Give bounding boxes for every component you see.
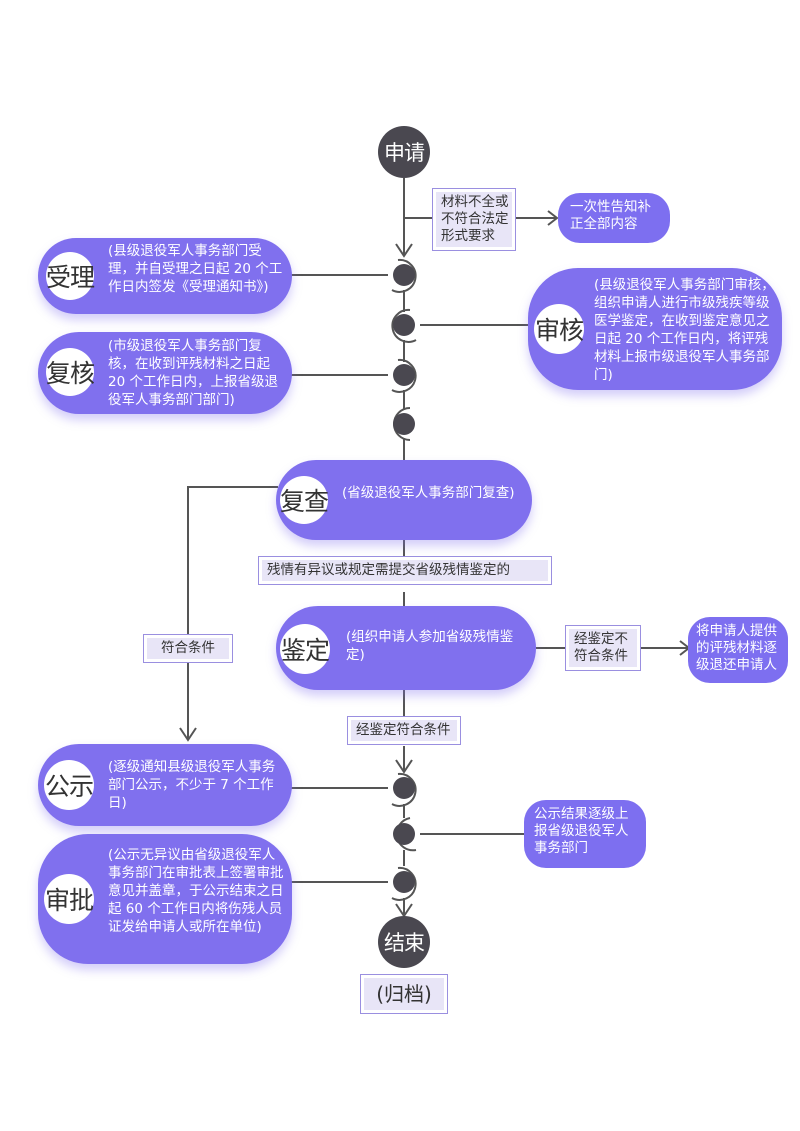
- step-reinspect: 复查 (省级退役军人事务部门复查): [276, 460, 532, 540]
- flow-node: [393, 314, 415, 336]
- end-label: 结束: [384, 931, 425, 955]
- note-notify-supplement: 一次性告知补正全部内容: [558, 193, 670, 243]
- step-badge: 受理: [46, 252, 95, 300]
- start-label: 申请: [384, 141, 425, 165]
- step-badge: 公示: [44, 760, 94, 810]
- step-badge: 审批: [44, 874, 94, 924]
- flow-node: [393, 364, 415, 386]
- step-desc: (逐级通知县级退役军人事务部门公示，不少于 7 个工作日): [108, 759, 276, 811]
- step-badge: 复核: [46, 348, 95, 396]
- step-accept: 受理 (县级退役军人事务部门受理，并自受理之日起 20 个工作日内签发《受理通知…: [38, 238, 292, 314]
- node-ring: [391, 866, 417, 901]
- condition-appraisal-not-qualified-text: 经鉴定不 符合条件: [569, 629, 637, 667]
- end-node: 结束: [378, 916, 430, 968]
- condition-appraisal-not-qualified: 经鉴定不 符合条件: [565, 625, 641, 671]
- step-desc: (公示无异议由省级退役军人事务部门在审批表上签署审批意见并盖章，于公示结束之日起…: [108, 847, 284, 935]
- node-ring: [391, 308, 417, 343]
- condition-qualified: 符合条件: [143, 634, 233, 663]
- note-return-materials: 将申请人提供的评残材料逐级退还申请人: [688, 617, 788, 683]
- arrow-head: [395, 759, 413, 774]
- condition-incomplete: 材料不全或 不符合法定 形式要求: [432, 188, 516, 251]
- step-review: 审核 (县级退役军人事务部门审核，组织申请人进行市级残疾等级医学鉴定，在收到鉴定…: [528, 268, 782, 390]
- flow-node: [393, 823, 415, 845]
- arrow-head: [547, 210, 559, 226]
- step-desc: (省级退役军人事务部门复查): [342, 485, 515, 501]
- flow-node: [393, 413, 415, 435]
- condition-need-appraisal: 残情有异议或规定需提交省级残情鉴定的: [258, 556, 552, 585]
- note-report-result: 公示结果逐级上报省级退役军人事务部门: [524, 800, 646, 868]
- node-ring: [391, 772, 417, 807]
- node-ring: [391, 358, 417, 393]
- step-publicize: 公示 (逐级通知县级退役军人事务部门公示，不少于 7 个工作日): [38, 744, 292, 826]
- condition-qualified-text: 符合条件: [147, 638, 229, 659]
- condition-need-appraisal-text: 残情有异议或规定需提交省级残情鉴定的: [262, 560, 548, 581]
- step-appraise: 鉴定 (组织申请人参加省级残情鉴定): [276, 606, 536, 690]
- flow-node: [393, 871, 415, 893]
- step-desc: (组织申请人参加省级残情鉴定): [346, 629, 514, 663]
- step-badge: 审核: [534, 304, 584, 354]
- arrow-head: [179, 727, 197, 742]
- start-node: 申请: [378, 126, 430, 178]
- note-notify-supplement-text: 一次性告知补正全部内容: [570, 199, 651, 232]
- step-badge: 复查: [280, 476, 329, 524]
- flow-node: [393, 777, 415, 799]
- note-report-result-text: 公示结果逐级上报省级退役军人事务部门: [534, 806, 629, 856]
- condition-incomplete-text: 材料不全或 不符合法定 形式要求: [436, 192, 512, 247]
- step-approve: 审批 (公示无异议由省级退役军人事务部门在审批表上签署审批意见并盖章，于公示结束…: [38, 834, 292, 964]
- node-ring: [391, 258, 417, 293]
- note-return-materials-text: 将申请人提供的评残材料逐级退还申请人: [696, 623, 777, 673]
- step-recheck: 复核 (市级退役军人事务部门复核，在收到评残材料之日起 20 个工作日内，上报省…: [38, 332, 292, 414]
- step-desc: (县级退役军人事务部门受理，并自受理之日起 20 个工作日内签发《受理通知书》): [108, 243, 283, 295]
- condition-appraisal-qualified-text: 经鉴定符合条件: [351, 720, 457, 741]
- arrow-head: [395, 243, 413, 258]
- archive-label-text: (归档): [364, 978, 444, 1010]
- step-desc: (县级退役军人事务部门审核，组织申请人进行市级残疾等级医学鉴定，在收到鉴定意见之…: [594, 277, 775, 383]
- archive-label: (归档): [360, 974, 448, 1014]
- step-badge: 鉴定: [280, 624, 330, 674]
- step-desc: (市级退役军人事务部门复核，在收到评残材料之日起 20 个工作日内，上报省级退役…: [108, 338, 278, 408]
- flow-node: [393, 264, 415, 286]
- condition-appraisal-qualified: 经鉴定符合条件: [347, 716, 461, 745]
